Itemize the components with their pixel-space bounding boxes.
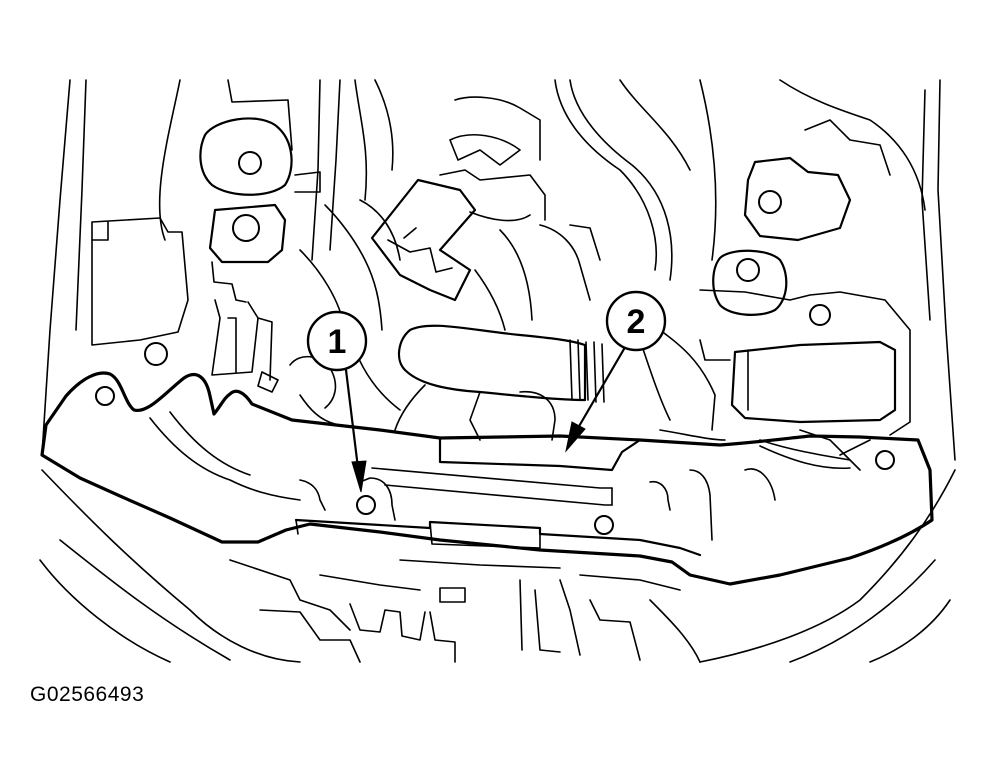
callout-2-circle [605,290,667,352]
callout-2-leader [576,347,626,430]
engine-cover-panel [40,371,934,586]
figure-id-label: G02566493 [30,683,145,706]
callout-1-leader [344,368,360,470]
callout-1-number: 1 [328,323,347,361]
engine-background-linework [39,79,956,663]
callout-1: 1 [306,310,368,493]
callout-1-circle [306,310,368,372]
lower-linework [229,559,701,663]
callout-2-arrowhead [565,421,586,453]
callout-2: 2 [565,290,667,453]
callout-2-number: 2 [627,303,646,341]
callout-1-arrowhead [351,460,367,493]
